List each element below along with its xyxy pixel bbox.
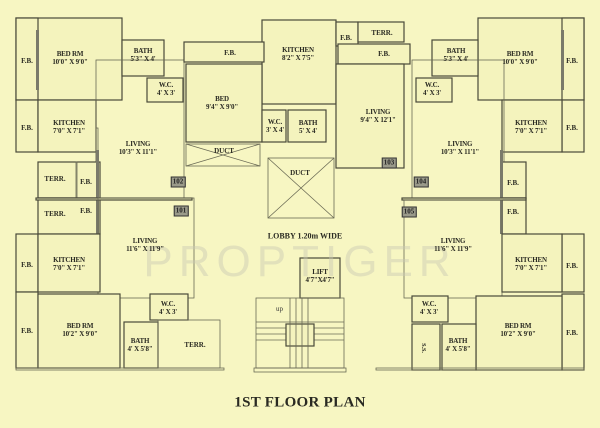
terr-label: TERR.: [44, 175, 66, 183]
unit-number-105: 105: [401, 206, 417, 218]
unit-number-101: 101: [173, 205, 189, 217]
fb-label: F.B.: [566, 57, 578, 65]
fb-label: F.B.: [340, 34, 352, 42]
room-wc-top-left: W.C.4' X 3': [156, 81, 176, 97]
duct-label: DUCT: [290, 169, 310, 177]
terr-label: TERR.: [44, 210, 66, 218]
fb-label: F.B.: [566, 124, 578, 132]
fb-label: F.B.: [566, 329, 578, 337]
fb-label: F.B.: [378, 50, 390, 58]
stair-up-label: up: [276, 305, 283, 313]
unit-number-104: 104: [413, 176, 429, 188]
duct-label: DUCT: [214, 147, 234, 155]
plan-title: 1ST FLOOR PLAN: [234, 394, 366, 411]
watermark: PROPTIGER: [143, 237, 457, 286]
ss-label: S.S.: [420, 343, 426, 353]
room-wc-103: W.C.3' X 4': [265, 118, 285, 134]
terr-label: TERR.: [184, 341, 206, 349]
fb-label: F.B.: [21, 261, 33, 269]
room-wc-101: W.C.4' X 3': [158, 300, 178, 316]
fb-label: F.B.: [80, 178, 92, 186]
fb-label: F.B.: [80, 207, 92, 215]
fb-label: F.B.: [21, 57, 33, 65]
lobby-label: LOBBY 1.20m WIDE: [267, 231, 343, 241]
terr-label: TERR.: [371, 29, 393, 37]
fb-label: F.B.: [21, 327, 33, 335]
fb-label: F.B.: [566, 262, 578, 270]
fb-label: F.B.: [224, 49, 236, 57]
fb-label: F.B.: [507, 179, 519, 187]
room-wc-top-right: W.C.4' X 3': [422, 81, 442, 97]
fb-label: F.B.: [507, 208, 519, 216]
unit-number-103: 103: [381, 157, 397, 169]
room-wc-105: W.C.4' X 3': [419, 300, 439, 316]
unit-number-102: 102: [170, 176, 186, 188]
fb-label: F.B.: [21, 124, 33, 132]
